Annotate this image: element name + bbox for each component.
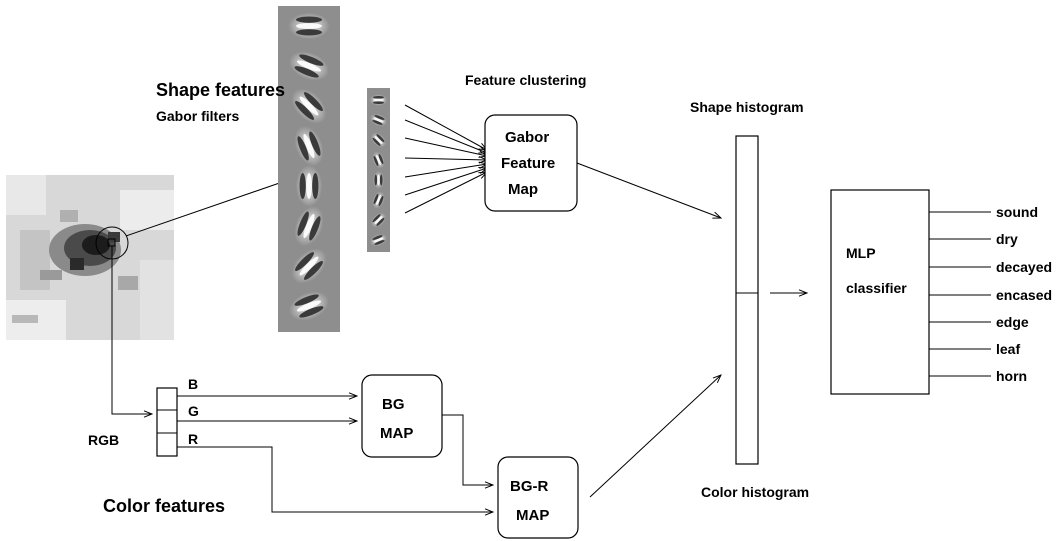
mlp-output-lines — [929, 212, 991, 376]
bgr-map-line2: MAP — [516, 507, 549, 524]
gabor-kernel — [373, 171, 384, 189]
rgb-channel-box — [157, 388, 177, 456]
shape-features-label: Shape features — [156, 80, 285, 100]
mlp-line1: MLP — [846, 245, 876, 261]
bgr-map-box — [498, 457, 578, 538]
output-label: sound — [996, 204, 1038, 220]
channel-g-label: G — [188, 403, 199, 419]
bg-map-line2: MAP — [380, 425, 413, 442]
gabor-map-line3: Map — [508, 181, 538, 198]
arrow-bg-to-bgr-map — [442, 415, 493, 485]
output-label: edge — [996, 314, 1029, 330]
mlp-line2: classifier — [846, 280, 907, 296]
output-label: decayed — [996, 259, 1052, 275]
histogram-bar — [736, 136, 758, 464]
gabor-filters-label: Gabor filters — [156, 108, 239, 124]
output-label: dry — [996, 231, 1018, 247]
gabor-kernel — [288, 13, 330, 40]
rgb-label: RGB — [88, 432, 119, 448]
output-label: horn — [996, 368, 1027, 384]
feature-clustering-arrows — [405, 105, 487, 213]
bgr-map-line1: BG-R — [510, 478, 548, 495]
color-histogram-label: Color histogram — [701, 484, 809, 500]
color-features-label: Color features — [103, 496, 225, 516]
bg-map-box — [362, 375, 442, 457]
bg-map-line1: BG — [382, 396, 405, 413]
gabor-kernel — [296, 165, 323, 207]
channel-r-label: R — [188, 431, 198, 447]
gabor-map-line1: Gabor — [505, 129, 549, 146]
arrow-gabor-to-histogram — [577, 163, 721, 218]
input-image — [6, 175, 174, 340]
gabor-kernel — [370, 94, 388, 105]
output-label: encased — [996, 287, 1052, 303]
gabor-map-line2: Feature — [501, 155, 555, 172]
feature-clustering-label: Feature clustering — [465, 72, 586, 88]
gabor-filter-bank-small — [367, 88, 390, 252]
gabor-filter-bank-large — [278, 6, 340, 332]
shape-histogram-label: Shape histogram — [690, 99, 804, 115]
output-label: leaf — [996, 341, 1020, 357]
channel-b-label: B — [188, 376, 198, 392]
arrow-bgr-to-histogram — [590, 375, 721, 497]
